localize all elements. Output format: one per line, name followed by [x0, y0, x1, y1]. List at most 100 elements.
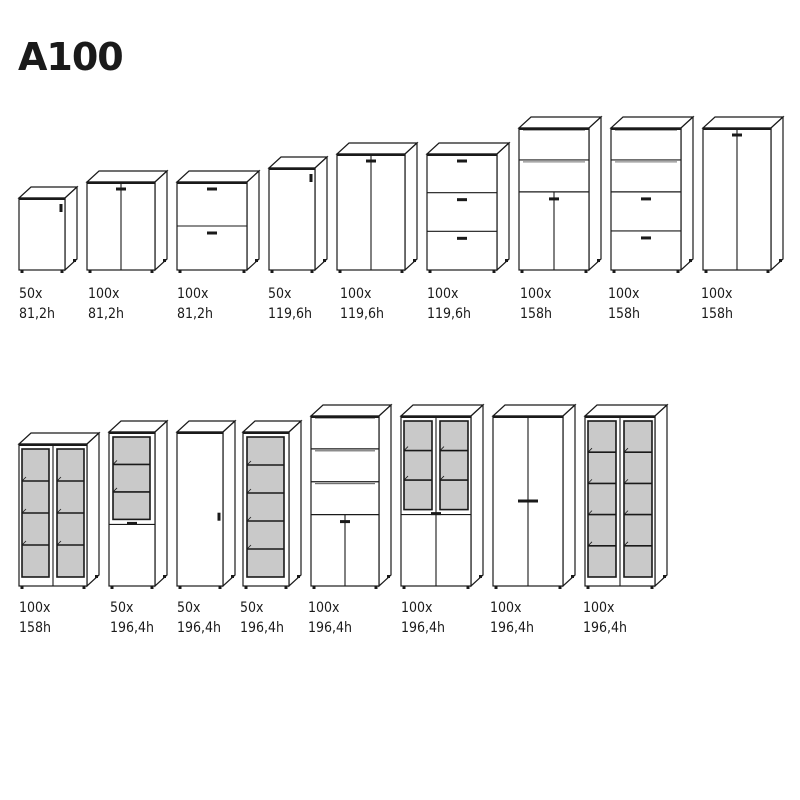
cabinet-top: [399, 404, 485, 417]
cabinet-width: 100x: [608, 286, 640, 302]
cabinet-side: [562, 403, 576, 588]
cabinet-foot: [387, 575, 390, 578]
cabinet-height: 81,2h: [19, 306, 56, 322]
cabinet-foot: [612, 270, 616, 273]
cabinet-foot: [571, 575, 574, 578]
cabinet-front: [18, 197, 66, 271]
cabinet-foot: [270, 270, 274, 273]
cabinet-side: [154, 419, 168, 588]
cabinet-drawing: [609, 115, 695, 273]
cabinet-drawing: [17, 431, 101, 589]
cabinet-foot: [494, 586, 498, 589]
shelf-depth: [21, 476, 27, 482]
page-title: A100: [18, 35, 124, 79]
shelf-depth: [246, 516, 252, 522]
cabinet-foot: [60, 270, 64, 273]
cabinet-foot: [704, 270, 708, 273]
cabinet-width: 100x: [583, 600, 615, 616]
cabinet-foot: [676, 270, 680, 273]
cabinet-side: [378, 403, 392, 588]
cabinet-r1-9: [701, 115, 785, 274]
cabinet-r2-8: [583, 403, 669, 590]
shelf-depth: [587, 510, 593, 515]
cabinet-r2-3: [175, 419, 237, 590]
cabinet-drawing: [399, 403, 485, 589]
cabinet-drawing: [491, 403, 577, 589]
cabinet-foot: [413, 259, 416, 262]
shelf-depth: [246, 460, 252, 466]
handle: [457, 159, 467, 163]
cabinet-side: [770, 115, 784, 272]
cabinet-front: [176, 431, 224, 587]
cabinet-front: [268, 167, 316, 271]
cabinet-foot: [82, 586, 86, 589]
cabinet-r2-5: [309, 403, 393, 590]
shelf-depth: [439, 475, 445, 481]
cabinet-drawing: [701, 115, 785, 273]
cabinet-side: [154, 169, 168, 272]
handle: [366, 159, 376, 163]
cabinet-width: 50x: [268, 286, 292, 302]
cabinet-top: [701, 116, 785, 129]
handle: [309, 174, 313, 182]
cabinet-side: [64, 185, 78, 272]
cabinet-drawing: [241, 419, 303, 589]
cabinet-label: 100x 196,4h: [583, 598, 627, 638]
cabinet-width: 100x: [701, 286, 733, 302]
cabinet-foot: [400, 270, 404, 273]
glass-panel: [403, 420, 433, 511]
cabinet-height: 158h: [520, 306, 553, 322]
glass-panel: [112, 436, 151, 521]
cabinet-drawing: [107, 419, 169, 589]
cabinet-foot: [323, 259, 326, 262]
shelf-depth: [587, 541, 593, 547]
cabinet-foot: [163, 259, 166, 262]
cabinet-foot: [163, 575, 166, 578]
cabinet-top: [609, 116, 695, 129]
cabinet-height: 81,2h: [88, 306, 125, 322]
handle: [457, 236, 467, 240]
shelf-depth: [21, 540, 27, 546]
cabinet-foot: [88, 270, 92, 273]
cabinet-height: 196,4h: [583, 620, 628, 636]
cabinet-side: [222, 419, 236, 588]
cabinet-width: 100x: [427, 286, 459, 302]
cabinet-top: [335, 142, 419, 155]
cabinet-foot: [310, 270, 314, 273]
cabinet-side: [86, 431, 100, 588]
cabinet-foot: [505, 259, 508, 262]
cabinet-height: 119,6h: [427, 306, 472, 322]
cabinet-r1-8: [609, 115, 695, 274]
handle: [641, 197, 651, 201]
cabinet-foot: [374, 586, 378, 589]
cabinet-top: [583, 404, 669, 417]
cabinet-drawing: [335, 141, 419, 273]
cabinet-drawing: [583, 403, 669, 589]
cabinet-foot: [663, 575, 666, 578]
cabinet-foot: [297, 575, 300, 578]
cabinet-foot: [558, 586, 562, 589]
cabinet-r1-7: [517, 115, 603, 274]
cabinet-height: 158h: [701, 306, 734, 322]
shelf-depth: [21, 508, 27, 514]
cabinet-height: 196,4h: [490, 620, 535, 636]
glass-panel: [587, 420, 617, 578]
cabinet-width: 50x: [110, 600, 134, 616]
shelf-depth: [112, 487, 118, 493]
cabinet-foot: [231, 575, 234, 578]
cabinet-r1-3: [175, 169, 261, 274]
cabinet-foot: [479, 575, 482, 578]
cabinet-drawing: [175, 169, 261, 273]
shelf-depth: [587, 447, 593, 453]
cabinet-foot: [466, 586, 470, 589]
shelf-depth: [403, 446, 409, 451]
cabinet-height: 196,4h: [240, 620, 285, 636]
handle: [127, 521, 137, 525]
cabinet-width: 100x: [308, 600, 340, 616]
shelf-depth: [587, 479, 593, 484]
cabinet-side: [246, 169, 260, 272]
